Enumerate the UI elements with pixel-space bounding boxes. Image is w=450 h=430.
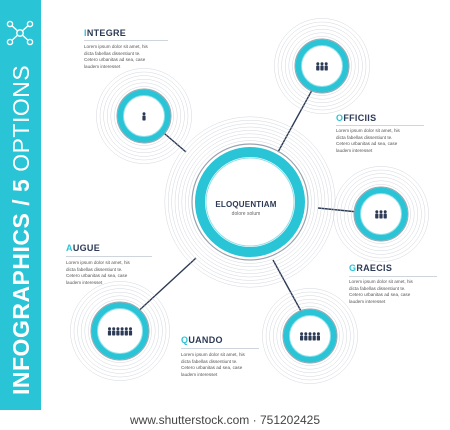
desc-line: Lorem ipsum dolor sit amet, his — [336, 128, 400, 133]
footer: www.shutterstock.com · 751202425 — [0, 410, 450, 430]
option-graecis-initial: G — [349, 263, 357, 273]
people-icon — [316, 62, 328, 71]
person-icon — [312, 332, 316, 341]
person-icon — [316, 62, 320, 71]
option-quando-rest: UANDO — [188, 335, 223, 345]
desc-line: Cetero urbanitas ad sea, case — [336, 141, 398, 146]
desc-line: Cetero urbanitas ad sea, case — [181, 365, 243, 370]
person-icon — [116, 327, 120, 336]
divider — [66, 256, 152, 257]
desc-line: Lorem ipsum dolor sit amet, his — [349, 279, 413, 284]
center-subtitle: dolore solum — [231, 211, 261, 217]
person-icon — [107, 327, 112, 336]
desc-line: laudem interesset — [66, 279, 103, 285]
node-graecis — [333, 166, 429, 262]
desc-line: Lorem ipsum dolor sit amet, his — [181, 352, 245, 357]
option-augue-title: AUGUE — [66, 243, 100, 253]
node-integre — [96, 68, 192, 164]
option-officiis-rest: FFICIIS — [343, 113, 377, 123]
network-icon — [6, 20, 34, 46]
footer-text: www.shutterstock.com · 751202425 — [129, 413, 321, 427]
people-icon — [142, 112, 146, 121]
person-icon — [300, 332, 304, 341]
desc-line: Cetero urbanitas ad sea, case — [66, 273, 128, 278]
desc-line: Lorem ipsum dolor sit amet, his — [66, 260, 130, 265]
person-icon — [320, 62, 324, 71]
desc-line: laudem interesset — [181, 371, 218, 377]
divider — [349, 276, 437, 277]
divider — [84, 40, 168, 41]
option-officiis-initial: O — [336, 113, 344, 123]
option-quando-description: Lorem ipsum dolor sit amet, his dicta fa… — [181, 352, 261, 378]
option-graecis-title: GRAECIS — [349, 263, 392, 273]
desc-line: dicta fabellas dissentiunt te. — [349, 285, 406, 291]
people-icon — [300, 332, 320, 341]
desc-line: laudem interesset — [84, 63, 121, 69]
divider — [181, 348, 259, 349]
person-icon — [324, 62, 328, 71]
desc-line: dicta fabellas dissentiunt te. — [66, 266, 123, 272]
person-icon — [112, 327, 116, 336]
center-node — [164, 116, 336, 288]
desc-line: Lorem ipsum dolor sit amet, his — [84, 44, 148, 49]
person-icon — [142, 112, 146, 121]
desc-line: dicta fabellas dissentiunt te. — [336, 134, 393, 140]
option-integre-initial: I — [84, 28, 87, 38]
diagram — [70, 18, 429, 384]
desc-line: Cetero urbanitas ad sea, case — [349, 292, 411, 297]
desc-line: dicta fabellas dissentiunt te. — [84, 50, 141, 56]
option-graecis-description: Lorem ipsum dolor sit amet, his dicta fa… — [349, 279, 437, 305]
sidebar: INFOGRAPHICS / 5 OPTIONS — [0, 0, 41, 410]
person-icon — [128, 327, 133, 336]
node-augue — [70, 281, 170, 381]
person-icon — [379, 210, 383, 219]
desc-line: dicta fabellas dissentiunt te. — [181, 358, 238, 364]
center-title: ELOQUENTIAM — [215, 200, 277, 209]
option-integre-title: INTEGRE — [84, 28, 126, 38]
person-icon — [375, 210, 379, 219]
person-icon — [124, 327, 128, 336]
person-icon — [308, 332, 312, 341]
person-icon — [304, 332, 308, 341]
person-icon — [120, 327, 124, 336]
option-officiis-title: OFFICIIS — [336, 113, 376, 123]
desc-line: laudem interesset — [349, 298, 386, 304]
desc-line: laudem interesset — [336, 147, 373, 153]
option-graecis-rest: RAECIS — [356, 263, 393, 273]
desc-line: Cetero urbanitas ad sea, case — [84, 57, 146, 62]
option-integre-rest: NTEGRE — [86, 28, 127, 38]
option-quando-initial: Q — [181, 335, 189, 345]
node-officiis — [274, 18, 370, 114]
option-officiis-description: Lorem ipsum dolor sit amet, his dicta fa… — [336, 128, 424, 154]
option-quando-title: QUANDO — [181, 335, 223, 345]
person-icon — [316, 332, 320, 341]
option-augue-rest: UGUE — [72, 243, 101, 253]
option-augue-initial: A — [66, 243, 73, 253]
option-integre-description: Lorem ipsum dolor sit amet, his dicta fa… — [84, 44, 172, 70]
divider — [336, 125, 424, 126]
people-icon — [375, 210, 387, 219]
node-quando — [262, 288, 358, 384]
people-icon — [107, 327, 133, 336]
person-icon — [383, 210, 387, 219]
option-augue-description: Lorem ipsum dolor sit amet, his dicta fa… — [66, 260, 154, 286]
